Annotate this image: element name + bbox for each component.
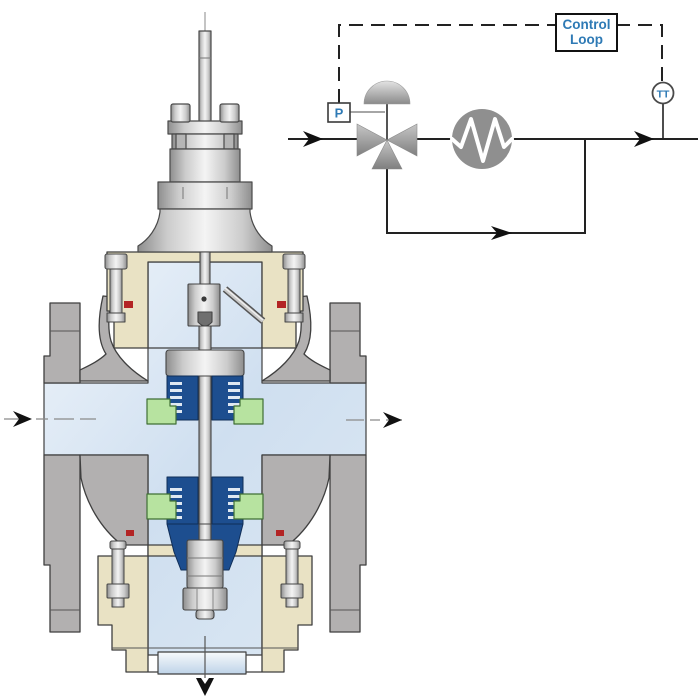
- heat-exchanger-icon: [450, 109, 514, 169]
- control-loop-box: [555, 13, 618, 52]
- control-loop-schematic: P Control Loop TT: [288, 13, 698, 240]
- inlet-arrow-left: [13, 411, 32, 427]
- seat-rings-lower: [146, 493, 264, 520]
- control-loop-label-line1: Control: [563, 17, 611, 32]
- stem-mid: [199, 251, 211, 287]
- bottom-port-arrow: [196, 678, 214, 696]
- bonnet-cylinder: [169, 148, 241, 183]
- positioner-label: P: [335, 106, 344, 121]
- transmitter-label: TT: [657, 89, 670, 101]
- signal-dashed-line: [338, 24, 663, 103]
- mount-nut-right: [219, 103, 240, 123]
- inlet-flow-arrow: [303, 131, 323, 147]
- stem-assembly: [165, 251, 266, 543]
- packing-drum: [165, 349, 245, 377]
- bypass-flow-arrow: [491, 226, 512, 240]
- gasket-marks: [124, 301, 286, 536]
- flange-face-lines: [50, 330, 360, 611]
- coupling-notch: [197, 311, 213, 327]
- diaphragm-actuator-icon: [363, 80, 411, 105]
- body-arm-right: [261, 295, 331, 382]
- plug-stem-nut: [182, 523, 228, 620]
- body-wall-lower-left: [79, 454, 149, 546]
- seat-rings-upper: [146, 398, 264, 425]
- mount-plate: [167, 120, 243, 135]
- three-way-valve-icon: [356, 123, 418, 170]
- left-flange-lower: [43, 454, 81, 633]
- temperature-transmitter-icon: [651, 81, 675, 105]
- body-wall-lower-right: [261, 454, 331, 546]
- mount-nut-left: [170, 103, 191, 123]
- control-loop-label-line2: Loop: [570, 32, 603, 47]
- valve-body: [43, 295, 367, 633]
- bonnet-bolts: [104, 253, 306, 323]
- right-flange-upper: [329, 302, 367, 384]
- bonnet-drum: [157, 181, 253, 210]
- actuator-mount: [137, 12, 273, 253]
- mount-stud-right: [223, 133, 235, 150]
- coupling-pin-hole: [201, 296, 207, 302]
- yoke-flare: [137, 208, 273, 253]
- body-arm-left: [79, 295, 149, 382]
- valve-stem-top: [198, 30, 212, 124]
- mount-stud-left: [175, 133, 187, 150]
- bypass-line: [386, 139, 586, 234]
- right-flange-lower: [329, 454, 367, 633]
- outlet-flow-arrow: [634, 131, 654, 147]
- flow-markers: [4, 411, 402, 696]
- left-flange-upper: [43, 302, 81, 384]
- outlet-arrow-right: [383, 412, 402, 428]
- positioner-box: [327, 102, 351, 123]
- schematic-flow-arrows: [303, 131, 654, 240]
- valve-cross-section-illustration: [4, 12, 402, 696]
- bottom-flange-bolts: [106, 540, 304, 608]
- bottom-port-lip: [157, 651, 247, 675]
